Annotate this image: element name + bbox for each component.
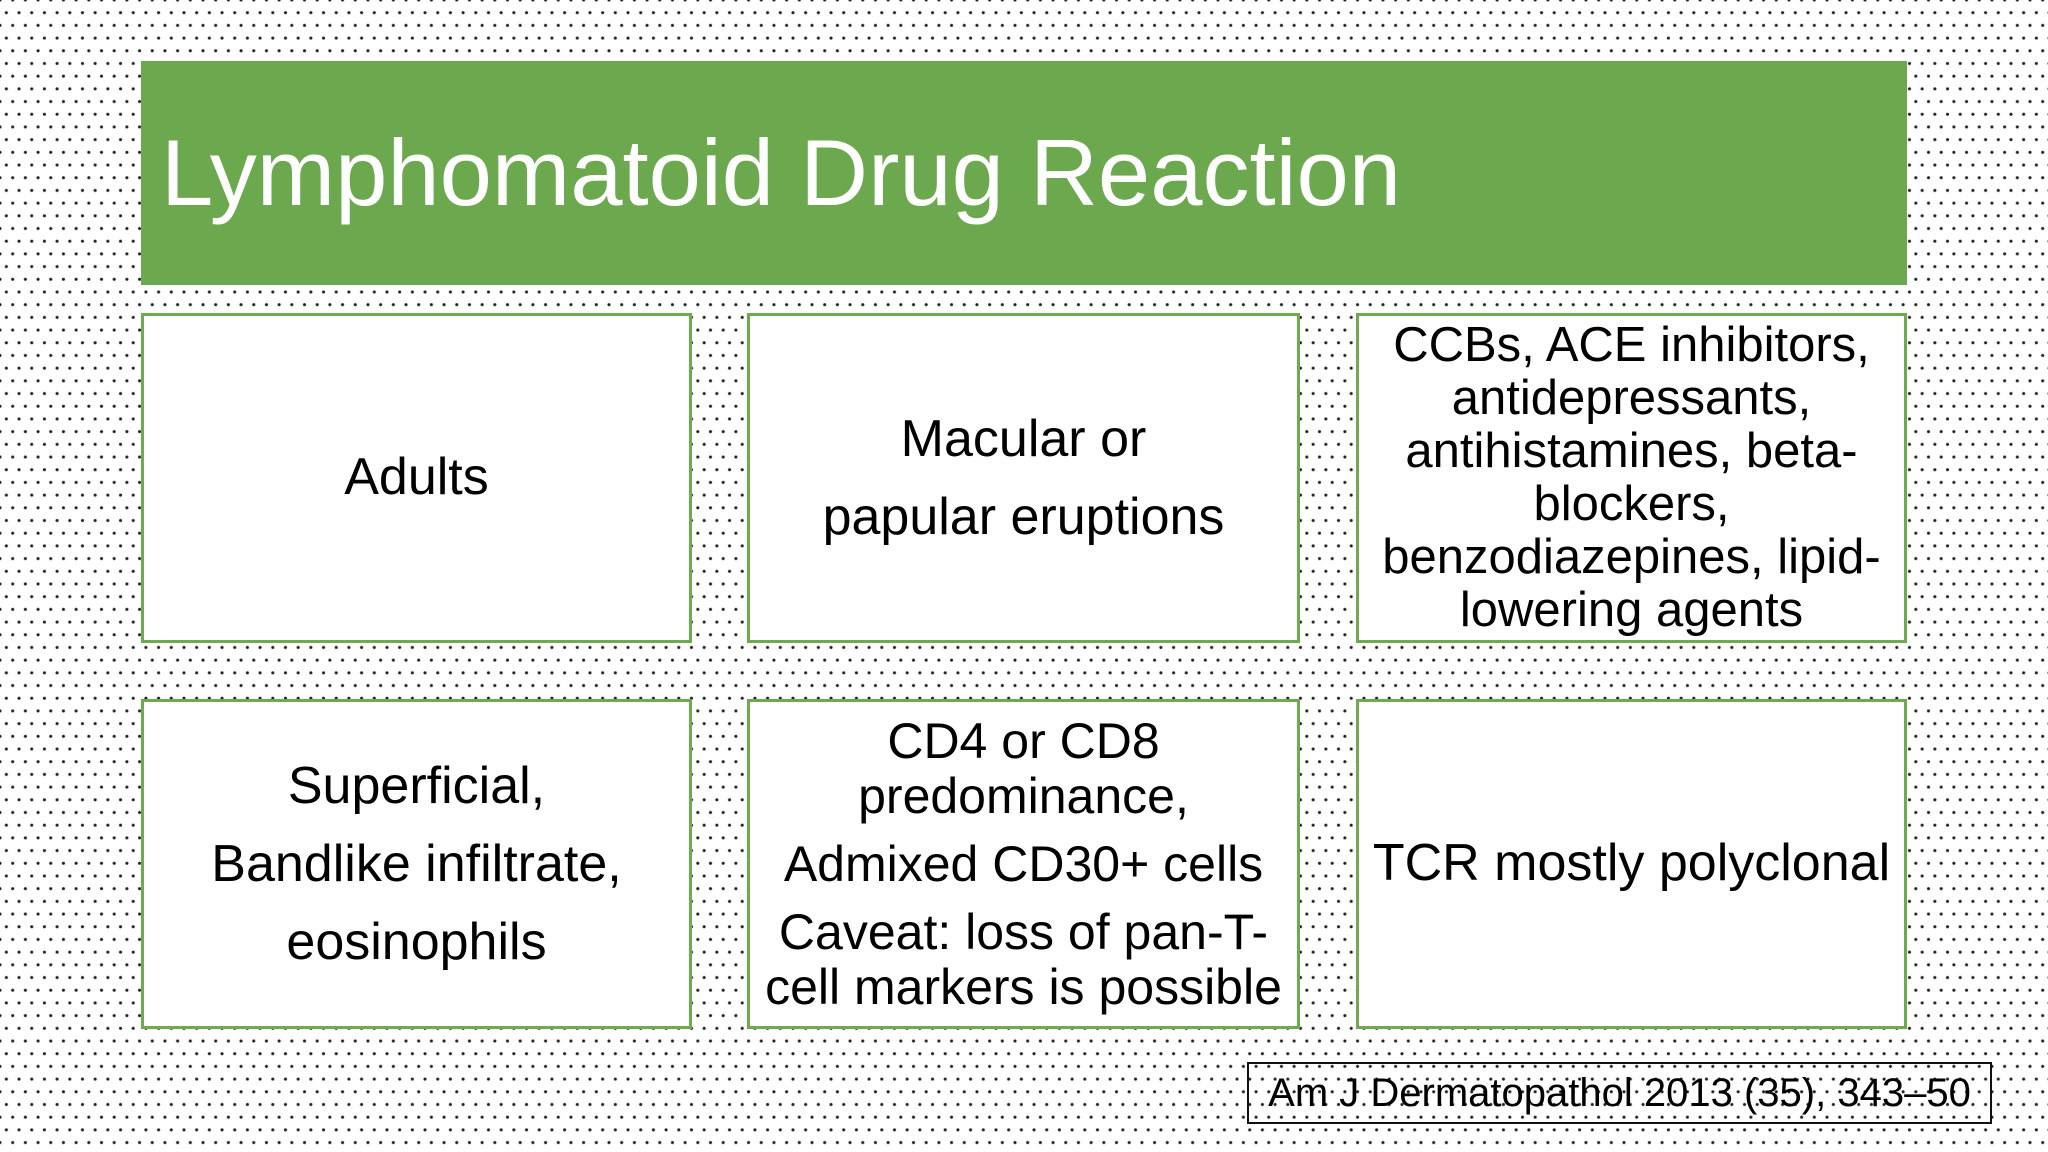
box-paragraph: CD4 or CD8 predominance, [858,712,1189,824]
box-macular-papular-eruptions: Macular or papular eruptions [747,313,1300,643]
page-title: Lymphomatoid Drug Reaction [161,120,1402,225]
box-paragraph: Macular or [900,409,1147,468]
box-paragraph: Bandlike infiltrate, [211,834,622,893]
box-paragraph: Adults [344,448,489,507]
box-adults: Adults [141,313,692,643]
box-paragraph: Caveat: loss of pan-T- cell markers is p… [765,903,1282,1015]
box-causative-drugs: CCBs, ACE inhibitors, antidepressants, a… [1356,313,1907,643]
box-paragraph: TCR mostly polyclonal [1372,834,1891,893]
box-tcr-polyclonal: TCR mostly polyclonal [1356,699,1907,1029]
box-paragraph: Superficial, [287,756,546,815]
box-paragraph: Admixed CD30+ cells [783,835,1264,892]
box-cd4-cd8-immunophenotype: CD4 or CD8 predominance, Admixed CD30+ ce… [747,699,1300,1029]
citation-text: Am J Dermatopathol 2013 (35), 343–50 [1268,1071,1971,1115]
citation-box: Am J Dermatopathol 2013 (35), 343–50 [1247,1062,1992,1124]
title-banner: Lymphomatoid Drug Reaction [141,61,1907,285]
box-superficial-bandlike-infiltrate: Superficial, Bandlike infiltrate, eosinoph… [141,699,692,1029]
box-paragraph: CCBs, ACE inhibitors, antidepressants, a… [1382,318,1881,637]
box-paragraph: papular eruptions [822,488,1225,546]
box-paragraph: eosinophils [286,913,547,972]
